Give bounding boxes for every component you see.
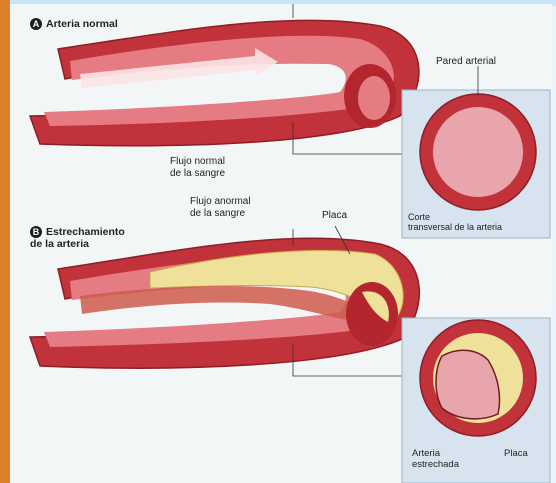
label-flujo-normal: Flujo normal de la sangre	[170, 156, 225, 180]
label-placa-top: Placa	[322, 210, 347, 222]
label-arteria-estrechada: Arteria estrechada	[412, 448, 459, 470]
section-a-title-text: Arteria normal	[46, 18, 118, 30]
section-a-title: A Arteria normal	[30, 6, 118, 30]
label-flujo-anormal: Flujo anormal de la sangre	[190, 196, 251, 220]
label-corte-transversal: Corte transversal de la arteria	[408, 212, 502, 232]
diagram-canvas: A Arteria normal Pared arterial Flujo nor…	[10, 4, 552, 483]
normal-cross-section-lumen	[433, 107, 523, 197]
narrowed-artery-opening	[346, 282, 398, 346]
label-placa-bottom: Placa	[504, 448, 528, 460]
section-b-badge: B	[30, 226, 42, 238]
section-a-badge: A	[30, 18, 42, 30]
label-pared-arterial: Pared arterial	[436, 56, 496, 68]
section-b-title-text: Estrechamiento de la arteria	[30, 226, 125, 250]
